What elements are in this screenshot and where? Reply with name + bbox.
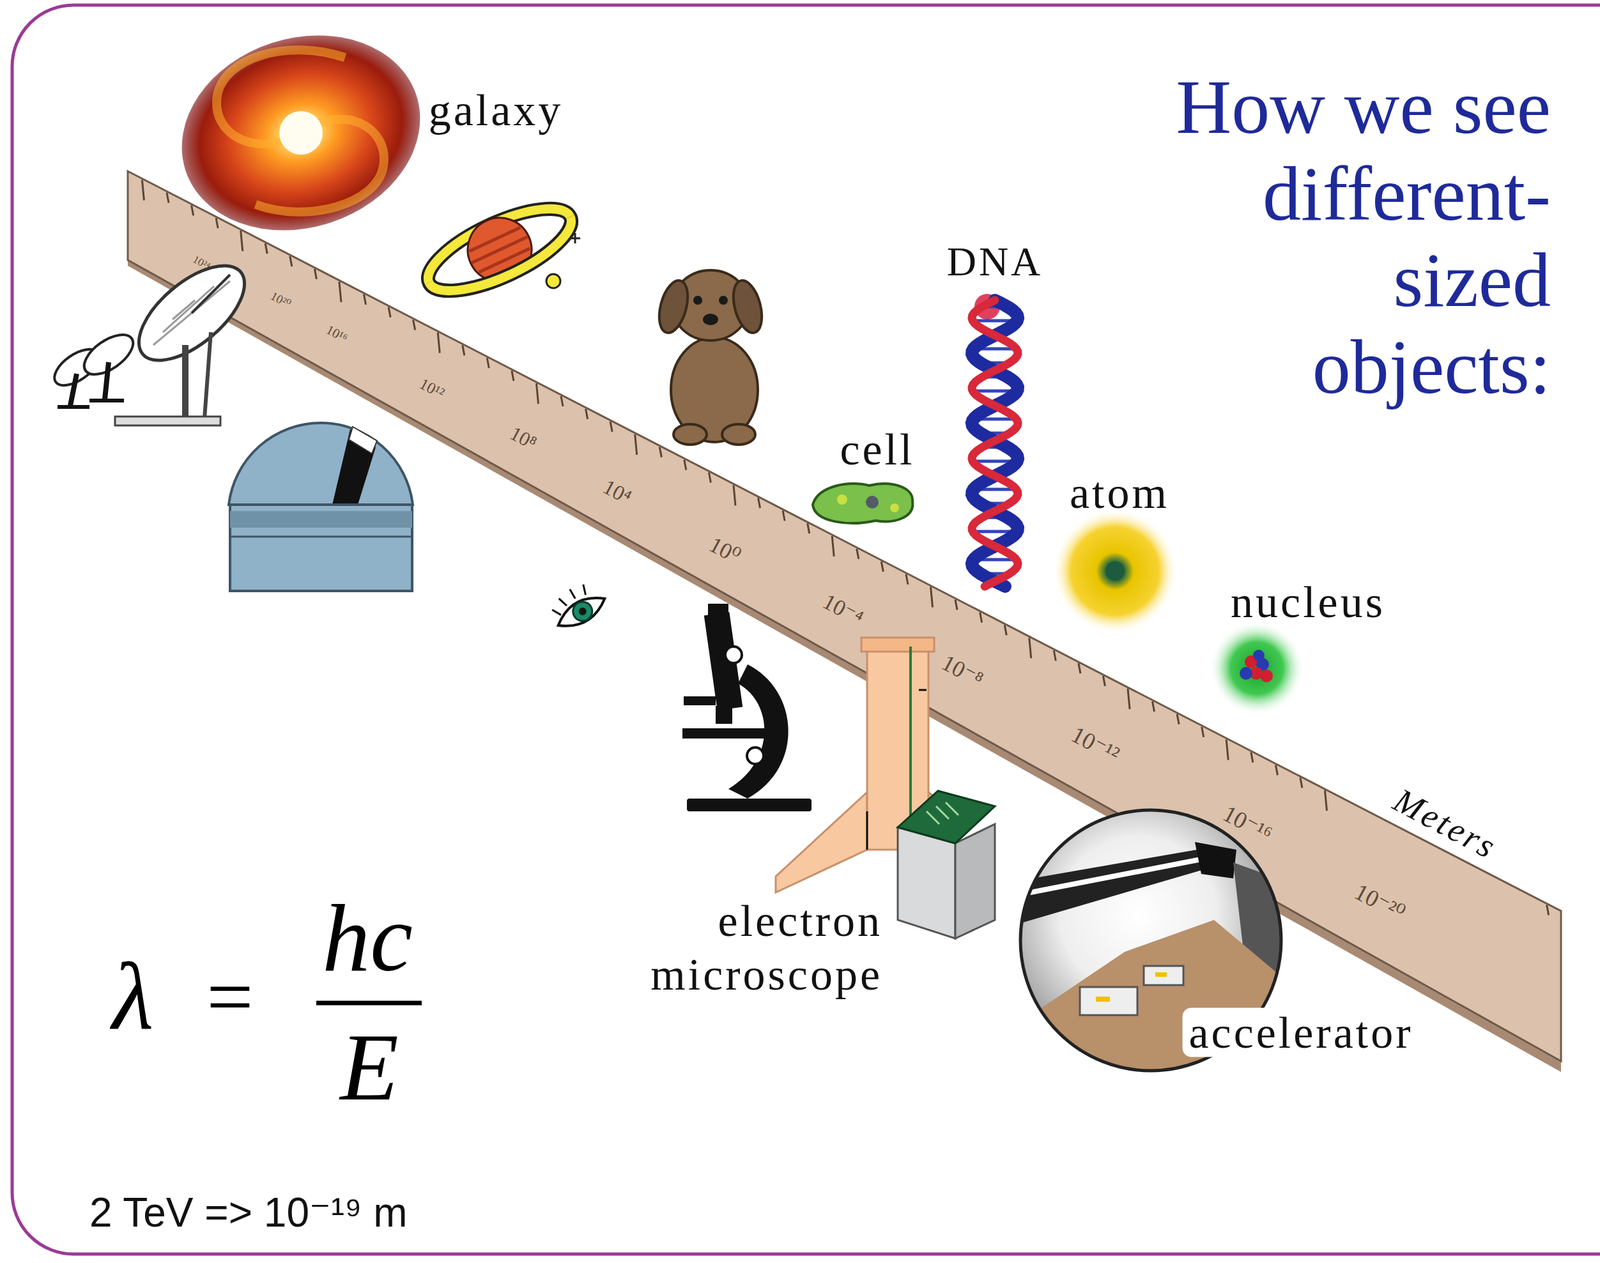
ruler-tick — [585, 408, 588, 420]
slide-title: How we see different-sized objects: — [1155, 63, 1551, 411]
ruler-tick — [1226, 739, 1229, 761]
dog-image — [654, 270, 767, 445]
ruler-tick — [364, 294, 367, 305]
nucleus-image — [1209, 621, 1305, 716]
ruler-tick — [881, 561, 884, 572]
scale-label: 10²⁴ — [190, 253, 213, 273]
scale-label: 10⁻²⁰ — [1350, 879, 1409, 928]
ruler-tick — [1004, 624, 1007, 636]
ruler-tick — [856, 548, 859, 560]
ruler-tick — [536, 383, 539, 404]
cell-image — [812, 483, 913, 524]
ruler-tick — [1176, 714, 1179, 725]
object-label: galaxy — [428, 85, 564, 135]
instrument-label: accelerator — [1182, 1008, 1420, 1058]
object-label: atom — [1069, 468, 1170, 518]
ruler-tick — [166, 192, 169, 204]
ruler-tick — [215, 217, 218, 229]
saturn-image — [415, 187, 584, 312]
ruler-tick — [437, 332, 440, 354]
ruler-tick — [561, 396, 563, 407]
ruler-tick — [1201, 727, 1204, 738]
scale-label: 10⁻¹² — [1067, 722, 1124, 769]
ruler-tick — [339, 281, 342, 303]
scale-label: 10⁴ — [599, 475, 636, 510]
dna-strand — [971, 300, 1018, 587]
ruler-tick — [1102, 676, 1105, 687]
scale-label: 10⁰ — [704, 532, 744, 569]
object-label: cell — [839, 424, 915, 475]
ruler-tick — [240, 230, 243, 252]
scale-label: 10¹² — [416, 374, 448, 402]
ruler-tick — [1275, 764, 1278, 776]
ruler-ticks — [141, 180, 1549, 916]
dna-strand — [971, 300, 1018, 587]
ruler-tick — [1251, 752, 1254, 763]
scale-label: 10⁸ — [506, 422, 541, 455]
ruler-tick — [807, 523, 810, 534]
object-label: nucleus — [1230, 577, 1386, 627]
ruler-tick — [684, 460, 687, 471]
ruler-tick — [314, 269, 317, 280]
ruler-tick — [1546, 904, 1549, 916]
scale-label: 10⁻⁴ — [818, 589, 868, 632]
ruler-tick — [930, 587, 933, 608]
ruler-tick — [388, 307, 391, 318]
ruler-tick — [831, 536, 834, 557]
formula-symbol: E — [339, 1014, 399, 1121]
ruler-tick — [511, 370, 514, 381]
ruler-tick — [1300, 777, 1303, 788]
atom-image — [1052, 508, 1178, 634]
scale-label: 10⁻¹⁶ — [1218, 800, 1277, 848]
radio-telescope — [48, 248, 261, 426]
formula-symbol: hc — [322, 885, 413, 992]
ruler-tick — [906, 574, 908, 585]
ruler-tick — [462, 345, 465, 356]
slide-caption: 2 TeV => 10⁻¹⁹ m — [89, 1190, 408, 1236]
ruler-tick — [758, 497, 761, 508]
ruler-tick — [1325, 790, 1328, 811]
eye-icon — [545, 576, 611, 634]
microscope-icon — [682, 603, 812, 812]
ruler — [127, 171, 1562, 1073]
dna-helix — [971, 293, 1018, 587]
ruler-tick — [1029, 637, 1032, 659]
scale-label: 10¹⁶ — [323, 322, 350, 347]
ruler-tick — [955, 600, 958, 611]
ruler-tick — [290, 256, 293, 267]
ruler-tick — [265, 243, 268, 254]
ruler-tick — [610, 421, 613, 432]
ruler-tick — [1053, 650, 1056, 661]
ruler-tick — [1078, 663, 1081, 674]
formula-symbol: = — [206, 951, 254, 1043]
ruler-tick — [980, 612, 983, 624]
observatory-dome — [228, 423, 413, 592]
ruler-tick — [659, 447, 662, 458]
instrument-label: electron microscope — [607, 894, 883, 1002]
scale-label: 10²⁰ — [268, 289, 293, 312]
ruler-tick — [141, 180, 144, 201]
axis-unit-label: Meters — [1387, 781, 1503, 868]
scale-label: 10⁻⁸ — [937, 650, 988, 694]
formula-symbol: λ — [112, 944, 154, 1050]
ruler-tick — [635, 434, 638, 455]
ruler-tick — [1152, 701, 1155, 712]
ruler-tick — [486, 357, 489, 369]
slide-frame — [12, 5, 1600, 1255]
ruler-tick — [191, 205, 194, 216]
ruler-tick — [733, 484, 736, 506]
ruler-tick — [782, 510, 785, 521]
object-label: DNA — [946, 239, 1044, 285]
ruler-tick — [708, 472, 711, 484]
ruler-tick — [413, 320, 416, 331]
fraction-bar — [316, 1001, 422, 1006]
electron-microscope-image — [775, 637, 995, 939]
ruler-tick — [1127, 688, 1130, 710]
